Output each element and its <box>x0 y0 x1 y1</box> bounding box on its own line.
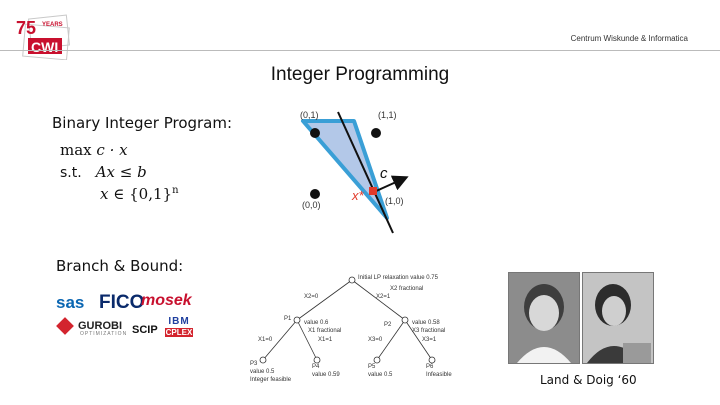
branch-x2-0: X2=0 <box>304 294 319 300</box>
branch-bound-label: Branch & Bound: <box>56 257 184 275</box>
sas-logo: sas <box>56 293 85 312</box>
logo-years: YEARS <box>42 22 63 28</box>
gurobi-sub: OPTIMIZATION <box>80 331 128 337</box>
mosek-logo: mosek <box>141 292 192 309</box>
feasible-region <box>301 119 389 220</box>
p1-value: value 0.6 <box>304 320 329 326</box>
vertex-01 <box>310 128 320 138</box>
p6-label: P6 <box>426 364 434 370</box>
label-c: c <box>380 165 388 182</box>
domain-exp: n <box>172 185 179 196</box>
gurobi-logo: GUROBI OPTIMIZATION <box>56 317 127 337</box>
cplex-text: CPLEX <box>165 328 193 337</box>
root-sub: X2 fractional <box>390 286 423 292</box>
org-full-name: Centrum Wiskunde & Informatica <box>570 34 688 43</box>
label-00: (0,0) <box>302 200 321 210</box>
p5-value: value 0.5 <box>368 372 393 378</box>
gurobi-name: GUROBI <box>78 319 122 332</box>
constraint-expr: Ax ≤ b <box>95 163 147 181</box>
p1-label: P1 <box>284 316 292 322</box>
objective-line: max c · x <box>60 141 128 159</box>
branch-x3-0: X3=0 <box>368 337 383 343</box>
ibm-cplex-logo: IBM CPLEX <box>165 316 193 340</box>
root-label: Initial LP relaxation value 0.75 <box>358 275 439 281</box>
cost-vector-arrow <box>373 175 409 193</box>
vertex-11 <box>371 128 381 138</box>
p1-sub: X1 fractional <box>308 328 341 334</box>
slide-title: Integer Programming <box>270 64 450 85</box>
objective-hyperplane <box>337 111 394 234</box>
branch-x1-0: X1=0 <box>258 337 273 343</box>
cwi-75-years-logo: 75 YEARS CWI <box>16 14 71 60</box>
p5-label: P5 <box>368 364 376 370</box>
polytope-diagram: (0,1) (1,1) (0,0) (1,0) c x* <box>300 110 409 234</box>
constraint-line: s.t. Ax ≤ b <box>60 163 147 181</box>
fico-logo: FICO <box>99 292 145 313</box>
p6-value: Infeasible <box>426 372 452 378</box>
p4-label: P4 <box>312 364 320 370</box>
objective-expr: c · x <box>96 141 128 159</box>
header-divider <box>0 50 720 51</box>
label-10: (1,0) <box>385 196 404 206</box>
max-keyword: max <box>60 141 92 159</box>
branch-bound-tree: Initial LP relaxation value 0.75 X2 frac… <box>250 275 452 383</box>
label-xstar: x* <box>351 188 365 203</box>
vertex-00 <box>310 189 320 199</box>
p2-sub: X3 fractional <box>412 328 445 334</box>
p4-value: value 0.59 <box>312 372 340 378</box>
branch-x2-1: X2=1 <box>376 294 391 300</box>
st-keyword: s.t. <box>60 165 82 181</box>
logo-75: 75 <box>16 18 36 38</box>
portrait-land-photo <box>508 272 580 364</box>
branch-x1-1: X1=1 <box>318 337 333 343</box>
portrait-doig-photo <box>582 272 654 364</box>
domain-line: x ∈ {0,1}n <box>100 185 179 203</box>
bip-label: Binary Integer Program: <box>52 114 233 132</box>
scip-logo: SCIP <box>132 324 158 336</box>
gurobi-mark-icon <box>56 317 74 335</box>
p2-value: value 0.58 <box>412 320 440 326</box>
branch-x3-1: X3=1 <box>422 337 437 343</box>
p3-value: value 0.5 <box>250 369 275 375</box>
p3-sub: Integer feasible <box>250 377 292 383</box>
optimal-point <box>369 187 377 195</box>
photo-caption: Land & Doig ‘60 <box>540 373 637 387</box>
logo-cwi: CWI <box>31 39 58 55</box>
p3-label: P3 <box>250 361 258 367</box>
p2-label: P2 <box>384 322 392 328</box>
label-01: (0,1) <box>300 110 319 120</box>
domain-var: x <box>100 185 109 203</box>
domain-set: ∈ {0,1} <box>113 185 173 203</box>
label-11: (1,1) <box>378 110 397 120</box>
ibm-text: IBM <box>165 316 193 327</box>
